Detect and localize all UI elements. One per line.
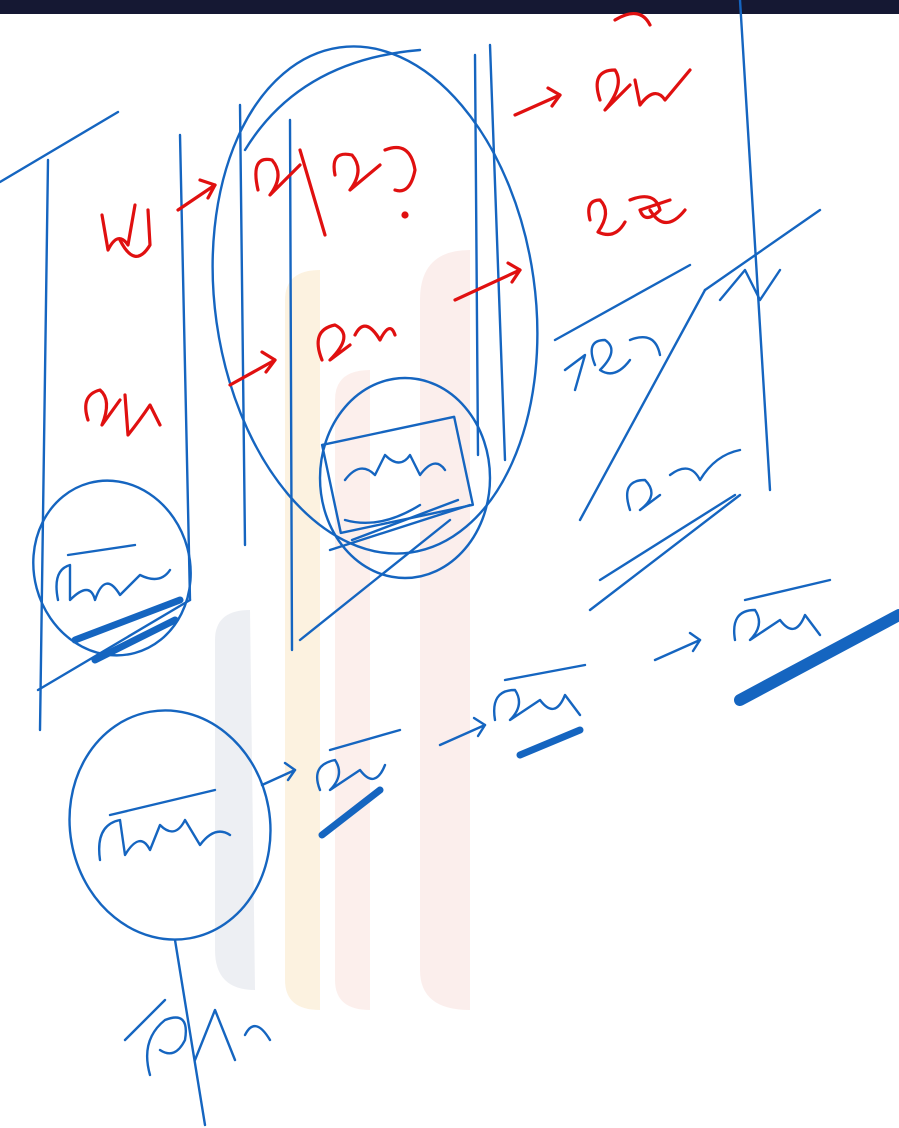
red-word-middle-bottom <box>316 323 397 362</box>
watermark-logo <box>215 250 470 1010</box>
blue-arrow-bottom-3 <box>653 631 702 662</box>
red-arrow-1 <box>176 178 217 212</box>
red-arrow-4 <box>513 86 562 117</box>
window-top-bar <box>0 0 899 14</box>
column-lines <box>0 0 772 732</box>
blue-diagonal-lines <box>553 208 822 612</box>
blue-word-right-upper <box>563 335 662 392</box>
blue-word-bottom-3 <box>493 663 587 759</box>
blue-word-bottom-2 <box>315 728 402 839</box>
blue-circled-word-bottom <box>68 709 272 941</box>
blue-arrow-bottom-1 <box>260 761 297 787</box>
blue-circled-word-middle <box>298 376 492 642</box>
blue-word-bottom-4 <box>733 578 899 706</box>
blue-circled-word-left <box>32 479 192 664</box>
red-word-middle-top <box>254 145 417 237</box>
blue-arrow-bottom-2 <box>438 716 487 747</box>
red-word-right-top <box>595 12 692 112</box>
red-word-left-top <box>100 203 152 258</box>
blue-word-bottom-left <box>123 938 272 1127</box>
red-arrow-2 <box>228 350 277 387</box>
red-arrow-3 <box>453 261 522 302</box>
red-word-right-middle <box>587 195 687 236</box>
blue-word-right-lower <box>598 448 742 582</box>
red-word-left-middle <box>84 388 162 437</box>
